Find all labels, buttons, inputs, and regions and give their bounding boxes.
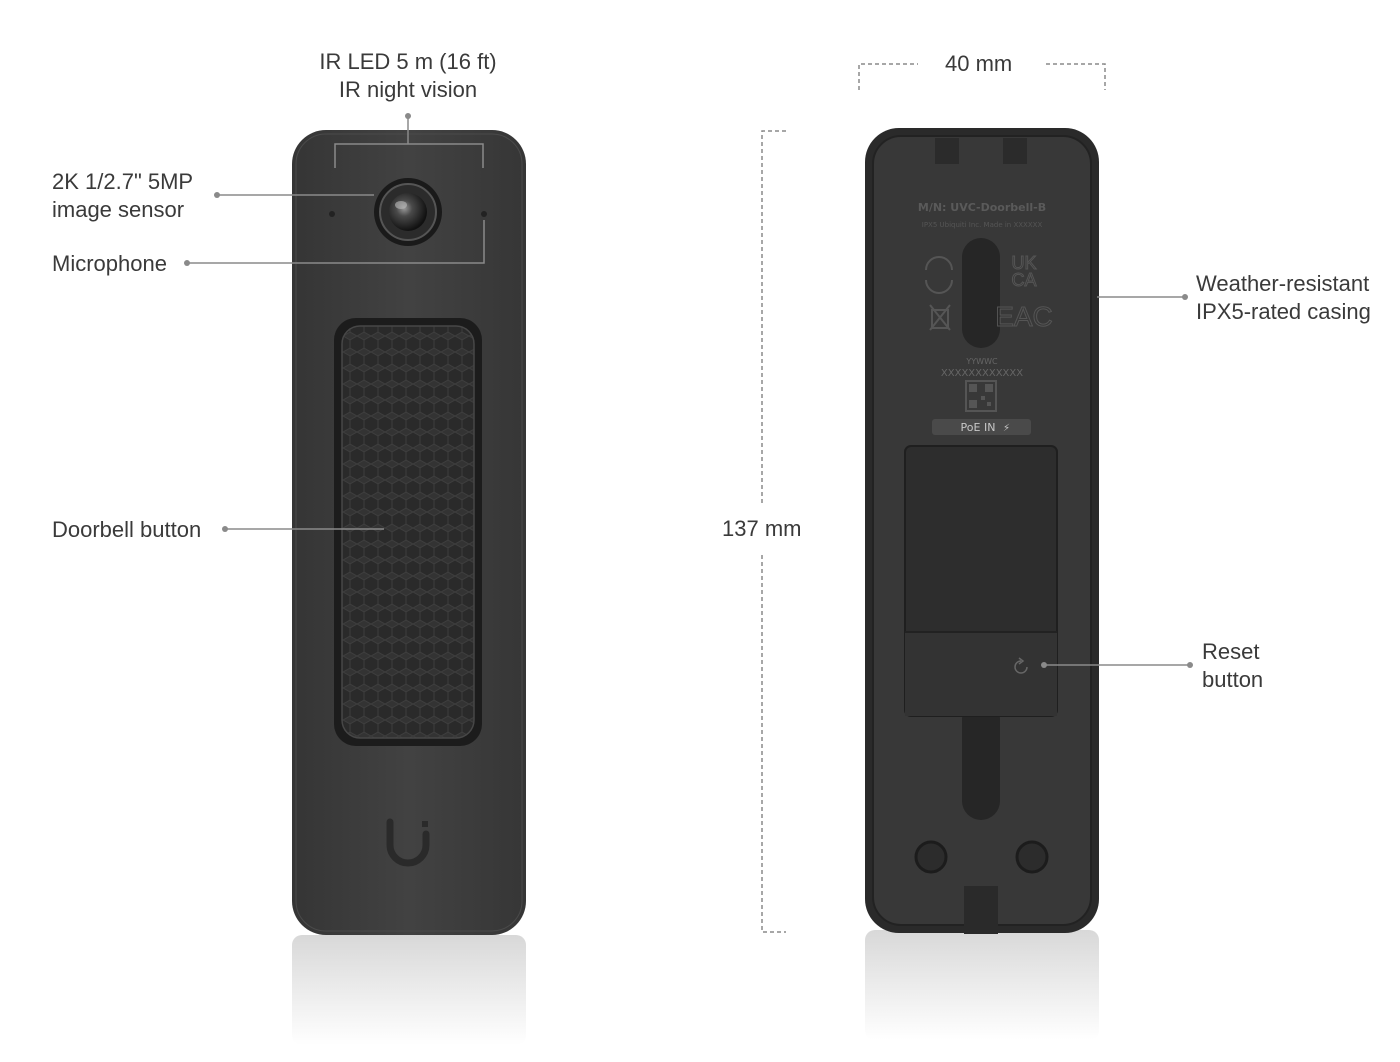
- image-sensor-callout: 2K 1/2.7" 5MP image sensor: [52, 168, 193, 224]
- eac-mark: EAC: [995, 301, 1053, 332]
- front-device: [292, 130, 526, 1045]
- front-reflection: [292, 935, 526, 1045]
- screw-left: [914, 840, 948, 874]
- qr-code: [965, 380, 997, 412]
- cable-slot: [962, 238, 1000, 348]
- casing-line2: IPX5-rated casing: [1196, 299, 1371, 324]
- doorbell-button-callout: Doorbell button: [52, 517, 202, 542]
- back-device: [865, 128, 1099, 1040]
- serial-number: XXXXXXXXXXXX: [941, 368, 1023, 379]
- ir-led-callout: IR LED 5 m (16 ft) IR night vision: [300, 48, 516, 104]
- poe-label: PoE IN: [961, 421, 996, 434]
- casing-line1: Weather-resistant: [1196, 271, 1370, 296]
- ir-led-line1: IR LED 5 m (16 ft): [319, 49, 497, 74]
- reset-callout: Reset button: [1202, 638, 1263, 694]
- ir-led-left: [329, 211, 335, 217]
- bolt-icon: ⚡: [1003, 423, 1010, 434]
- width-dimension: 40 mm: [945, 51, 1013, 76]
- ukca-mark-bottom: CA: [1011, 270, 1036, 290]
- poe-label-bg: [932, 419, 1031, 435]
- dimension-lines: [761, 63, 1106, 933]
- reset-line2: button: [1202, 667, 1264, 692]
- image-sensor-line1: 2K 1/2.7" 5MP: [52, 169, 194, 194]
- ir-led-line2: IR night vision: [338, 77, 478, 102]
- model-number: M/N: UVC-Doorbell-B: [918, 201, 1046, 214]
- ubiquiti-logo-icon: [386, 818, 430, 867]
- screw-right: [1015, 840, 1049, 874]
- callout-lines: [184, 113, 1193, 668]
- image-sensor-line2: image sensor: [52, 197, 185, 222]
- height-dimension: 137 mm: [722, 516, 802, 541]
- doorbell-button-pad: [334, 318, 482, 746]
- camera-lens: [374, 178, 442, 246]
- microphone-callout: Microphone: [52, 251, 167, 276]
- reset-line1: Reset: [1202, 639, 1260, 664]
- date-code: YYWWC: [965, 357, 998, 366]
- casing-callout: Weather-resistant IPX5-rated casing: [1196, 270, 1371, 326]
- label-info: IPX5 Ubiquiti Inc. Made in XXXXXX: [922, 221, 1043, 229]
- back-reflection: [865, 930, 1099, 1040]
- ukca-mark-top: UK: [1011, 253, 1036, 273]
- reset-icon: [1014, 657, 1028, 674]
- certification-marks: [925, 256, 953, 331]
- microphone-hole: [481, 211, 487, 217]
